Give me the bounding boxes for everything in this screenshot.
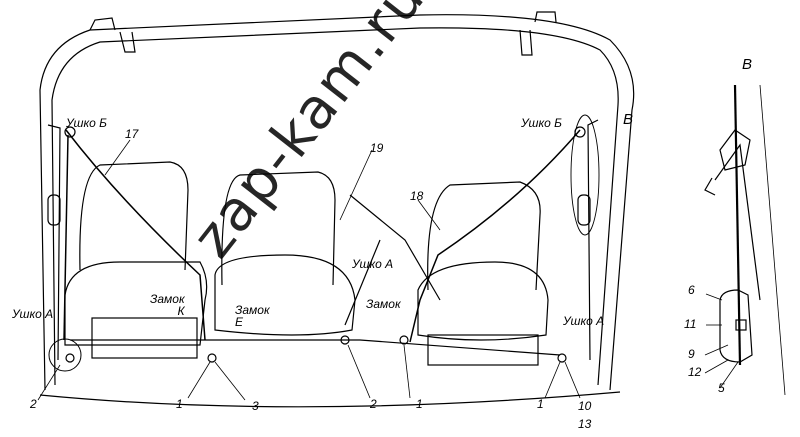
detail-view-b — [704, 84, 786, 396]
callout-6: 6 — [688, 283, 695, 297]
right-seat-cushion — [417, 261, 549, 341]
label-ushko-b-right: Ушко Б — [521, 116, 562, 130]
callout-9: 9 — [688, 347, 695, 361]
cab-outline — [39, 14, 635, 391]
left-seat-back — [79, 161, 189, 271]
callout-18: 18 — [410, 189, 424, 203]
callout-2-left: 2 — [30, 397, 37, 411]
callout-17: 17 — [125, 127, 139, 141]
right-seat-back — [427, 181, 541, 291]
callout-1-mid: 1 — [416, 397, 423, 411]
callout-10: 10 — [578, 399, 592, 413]
middle-seat-cushion — [214, 254, 356, 336]
callout-1-left: 1 — [176, 397, 183, 411]
label-zamok-k: Замок К — [150, 292, 185, 318]
callout-5: 5 — [718, 381, 725, 395]
cab-inner-outline — [51, 27, 619, 386]
callout-3: 3 — [252, 399, 259, 413]
label-ushko-a-right: Ушко А — [563, 314, 605, 328]
middle-seat-back — [221, 171, 336, 286]
label-ushko-a-left: Ушко А — [12, 307, 54, 321]
callout-12: 12 — [688, 365, 702, 379]
label-zamok: Замок — [366, 297, 401, 311]
callout-11: 11 — [684, 317, 697, 331]
detail-buckle — [719, 289, 753, 363]
left-seat-cushion — [64, 261, 208, 346]
label-view-b-detail: В — [742, 56, 753, 73]
callout-19: 19 — [370, 141, 384, 155]
callout-2-mid: 2 — [370, 397, 377, 411]
label-view-b: В — [623, 111, 634, 128]
callout-1-right: 1 — [537, 397, 544, 411]
label-ushko-a-mid: Ушко А — [352, 257, 394, 271]
callout-13: 13 — [578, 417, 592, 431]
label-zamok-e: Замок Е — [235, 303, 270, 329]
label-ushko-b-left: Ушко Б — [66, 116, 107, 130]
